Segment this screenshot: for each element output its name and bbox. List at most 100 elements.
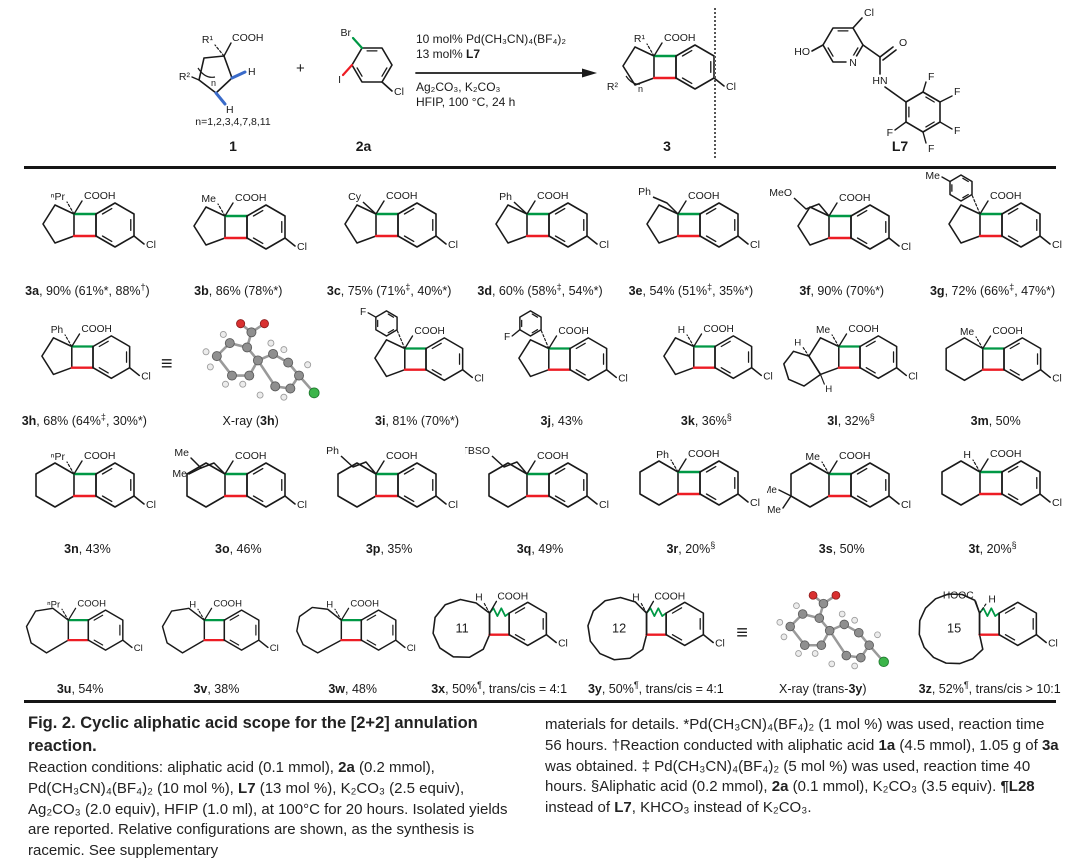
svg-text:O: O	[899, 37, 907, 49]
compound-cell-3q: ClCOOHTBSO3q, 49%	[461, 432, 616, 556]
reactant-1-id: 1	[229, 138, 237, 154]
svg-text:Cl: Cl	[763, 371, 773, 382]
svg-text:F: F	[504, 332, 510, 343]
svg-text:COOH: COOH	[664, 32, 696, 44]
compound-yield: , 35%	[380, 542, 413, 557]
svg-text:COOH: COOH	[235, 450, 267, 462]
compound-id: 3w	[328, 682, 346, 697]
scheme-divider	[714, 8, 716, 158]
xray-label-xray-3h: X-ray (3h)	[222, 414, 279, 429]
compound-label-3u: 3u, 54%	[57, 682, 104, 696]
svg-text:R²: R²	[179, 71, 191, 83]
compound-label-3a: 3a, 90% (61%*, 88%†)	[25, 282, 150, 298]
svg-text:Cl: Cl	[297, 499, 307, 511]
compound-id: 3s	[818, 542, 833, 557]
svg-text:I: I	[338, 74, 341, 86]
compound-label-3i: 3i, 81% (70%*)	[375, 414, 459, 428]
compound-yield: , 50%	[988, 414, 1021, 429]
svg-text:COOH: COOH	[654, 592, 685, 603]
compound-label-3m: 3m, 50%	[971, 414, 1021, 428]
svg-text:MeO: MeO	[769, 187, 792, 199]
compound-yield: , 43%	[550, 414, 583, 429]
reaction-arrow	[414, 66, 599, 84]
compound-yield: , 75% (71%‡, 40%*)	[340, 282, 452, 299]
compound-yield: , 36%§	[694, 412, 732, 429]
svg-text:COOH: COOH	[84, 190, 116, 202]
svg-text:Cl: Cl	[599, 499, 609, 511]
svg-text:H: H	[989, 595, 996, 606]
compound-id: 3h	[21, 414, 37, 429]
compound-label-3k: 3k, 36%§	[681, 412, 732, 428]
svg-text:COOH: COOH	[214, 598, 243, 609]
svg-text:COOH: COOH	[235, 192, 267, 204]
svg-text:Br: Br	[341, 27, 352, 39]
svg-text:Me: Me	[925, 172, 940, 182]
caption-left-column: Fig. 2. Cyclic aliphatic acid scope for …	[28, 712, 516, 862]
svg-text:H: H	[825, 384, 832, 395]
svg-text:H: H	[963, 449, 971, 461]
svg-text:Cy: Cy	[348, 191, 362, 203]
ligand-L7-id: L7	[891, 138, 909, 154]
svg-text:Cl: Cl	[1052, 239, 1062, 251]
svg-text:COOH: COOH	[77, 598, 106, 609]
svg-text:R¹: R¹	[202, 34, 214, 46]
svg-text:Cl: Cl	[134, 643, 143, 654]
compound-yield: , 90% (61%*, 88%†)	[39, 282, 150, 299]
compound-id: 3g	[929, 284, 945, 299]
svg-text:Cl: Cl	[726, 81, 736, 93]
compound-cell-xray-3h: ≡X-ray (3h)	[157, 315, 345, 428]
compound-yield: , 50%¶, trans/cis = 4:1	[445, 680, 568, 697]
svg-text:COOH: COOH	[688, 190, 720, 202]
svg-text:HOOC: HOOC	[943, 591, 974, 602]
svg-text:Cl: Cl	[270, 643, 279, 654]
plus-sign: +	[296, 60, 305, 77]
svg-text:n: n	[638, 84, 643, 94]
svg-text:Cl: Cl	[864, 7, 874, 19]
condition-base: Ag₂CO₃, K₂CO₃	[416, 80, 501, 94]
svg-text:Cl: Cl	[448, 239, 458, 251]
compound-yield: , 32%§	[837, 412, 875, 429]
compound-yield: , 38%	[207, 682, 240, 697]
svg-text:Cl: Cl	[715, 639, 725, 650]
compound-id: 3r	[666, 542, 679, 557]
compound-yield: , 68% (64%‡, 30%*)	[36, 412, 147, 429]
svg-text:Cl: Cl	[1048, 639, 1058, 650]
svg-text:Cl: Cl	[474, 373, 484, 384]
svg-text:Cl: Cl	[448, 499, 458, 511]
svg-text:COOH: COOH	[990, 190, 1022, 202]
compound-label-3h: 3h, 68% (64%‡, 30%*)	[22, 412, 147, 428]
compound-id: 3d	[477, 284, 492, 299]
compound-label-3e: 3e, 54% (51%‡, 35%*)	[629, 282, 754, 298]
svg-text:Cl: Cl	[619, 373, 629, 384]
svg-text:ⁿPr: ⁿPr	[51, 451, 66, 463]
svg-text:Cl: Cl	[901, 241, 911, 253]
compound-label-3f: 3f, 90% (70%*)	[799, 284, 884, 298]
compound-id: 3m	[970, 414, 989, 429]
compound-label-3r: 3r, 20%§	[666, 540, 715, 556]
compound-label-3d: 3d, 60% (58%‡, 54%*)	[477, 282, 602, 298]
compound-id: 3o	[215, 542, 230, 557]
condition-catalyst: 10 mol% Pd(CH₃CN)₄(BF₄)₂	[416, 32, 567, 46]
equivalence-sign: ≡	[736, 622, 748, 645]
svg-text:COOH: COOH	[537, 190, 569, 202]
